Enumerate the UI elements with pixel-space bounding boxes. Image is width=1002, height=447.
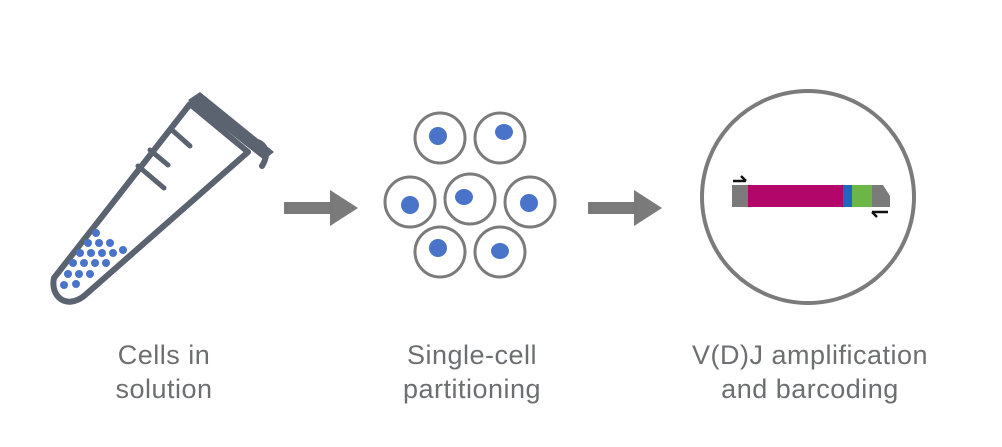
arrow-right-icon xyxy=(588,190,662,226)
step-caption-single-cell-partitioning: Single-cell partitioning xyxy=(312,338,632,406)
cell-nuclei xyxy=(401,124,538,259)
caption-line: partitioning xyxy=(402,374,542,404)
step-caption-vdj-amplification: V(D)J amplification and barcoding xyxy=(650,338,970,406)
arrow-right-icon xyxy=(284,190,358,226)
tube-icon xyxy=(50,92,274,305)
caption-line: V(D)J amplification xyxy=(691,340,929,370)
caption-line: solution xyxy=(115,374,213,404)
cells-in-solution-dots xyxy=(60,229,127,289)
primer-arrow-icon xyxy=(733,175,888,218)
caption-line: and barcoding xyxy=(721,374,899,404)
caption-line: Cells in xyxy=(117,340,211,370)
amplicon-icon xyxy=(700,89,916,305)
caption-line: Single-cell xyxy=(406,340,538,370)
step-caption-cells-in-solution: Cells in solution xyxy=(4,338,324,406)
